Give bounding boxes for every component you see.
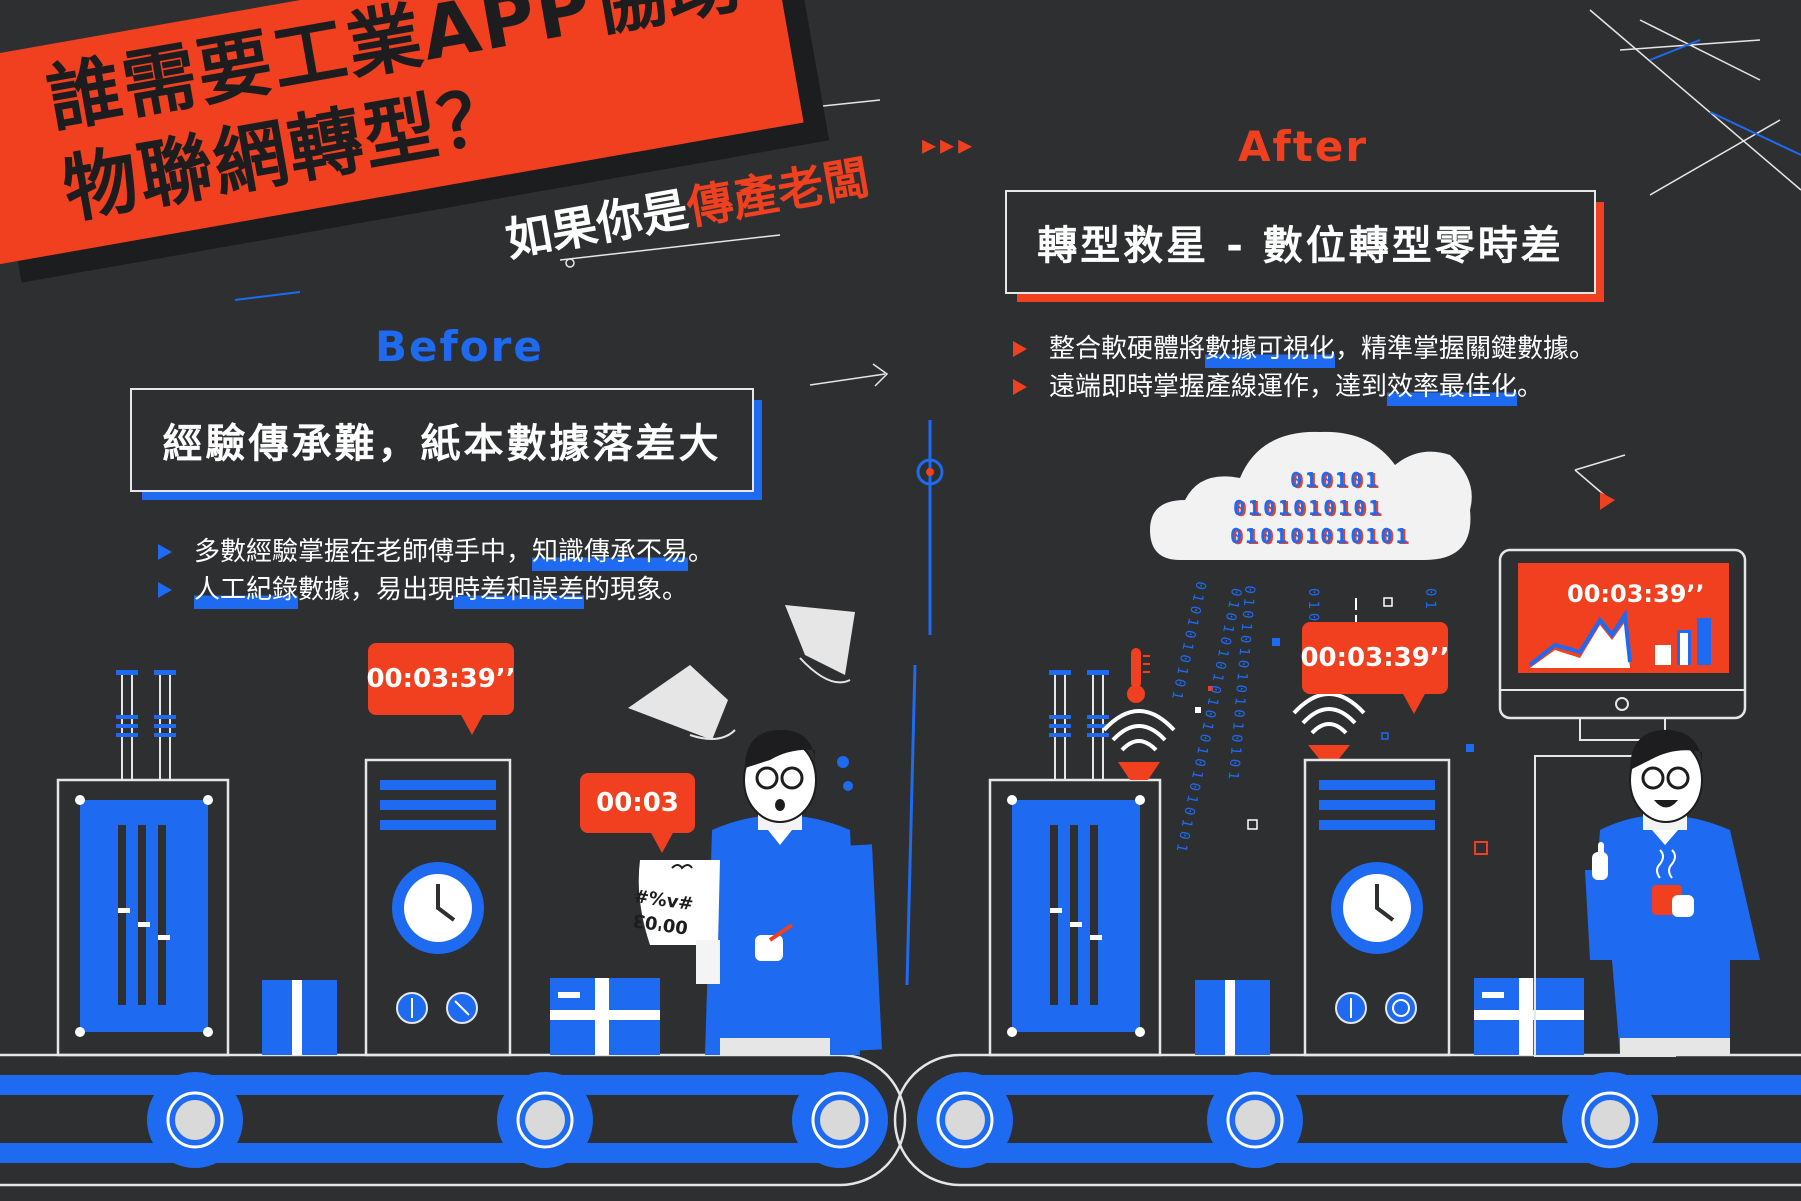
data-stream-5: 01 xyxy=(1422,588,1438,613)
cabinet-machine-after xyxy=(988,670,1162,1057)
clock-machine-after xyxy=(1303,758,1451,1057)
monitor-timer: 00:03:39’’ xyxy=(1567,580,1705,608)
package-box-before xyxy=(550,978,660,1055)
conveyor-belt-before xyxy=(0,1053,907,1187)
thermometer-icon xyxy=(1127,648,1150,703)
worker-stressed xyxy=(638,729,882,1055)
before-bullet-list: 多數經驗掌握在老師傅手中，知識傳承不易。 人工紀錄數據，易出現時差和誤差的現象。 xyxy=(158,533,714,609)
conveyor-belt-after xyxy=(893,1053,1801,1187)
bullet-triangle-icon xyxy=(158,582,172,598)
data-stream-4: 010 xyxy=(1305,588,1321,626)
before-label: Before xyxy=(375,322,544,371)
bullet-triangle-icon xyxy=(1013,341,1027,357)
cabinet-machine-before xyxy=(56,670,230,1057)
clock-machine-before xyxy=(364,758,512,1057)
flying-papers xyxy=(628,605,855,740)
after-label: After xyxy=(1238,122,1369,171)
cloud-icon xyxy=(1150,431,1472,560)
before-heading: 經驗傳承難，紙本數據落差大 xyxy=(130,388,754,492)
wifi-sensor-icon xyxy=(1102,709,1176,780)
cloud-binary-2: 0101010101 xyxy=(1233,496,1384,520)
center-node-icon xyxy=(916,458,944,486)
timer-bubble-before: 00:03:39’’ xyxy=(366,643,516,735)
bullet-triangle-icon xyxy=(1013,379,1027,395)
package-box-after xyxy=(1474,978,1584,1055)
bullet-triangle-icon xyxy=(158,544,172,560)
after-bullet-2: 遠端即時掌握產線運作，達到效率最佳化。 xyxy=(1013,368,1595,406)
after-heading: 轉型救星 - 數位轉型零時差 xyxy=(1005,190,1596,294)
wifi-sensor-icon-2 xyxy=(1292,692,1366,760)
timer-bubble-worker: 00:03 xyxy=(580,773,695,853)
before-bullet-1: 多數經驗掌握在老師傅手中，知識傳承不易。 xyxy=(158,533,714,571)
arrow-triangles-icon: ▸▸▸ xyxy=(922,128,977,161)
paper-note: #%v# 00'03 xyxy=(631,886,695,938)
monitor-dashboard xyxy=(1498,548,1747,741)
before-bullet-2: 人工紀錄數據，易出現時差和誤差的現象。 xyxy=(158,571,714,609)
worker-happy xyxy=(1585,729,1760,1055)
red-triangle xyxy=(1600,492,1615,510)
cloud-binary-3: 010101010101 xyxy=(1230,524,1411,548)
after-bullet-list: 整合軟硬體將數據可視化，精準掌握關鍵數據。 遠端即時掌握產線運作，達到效率最佳化… xyxy=(1013,330,1595,406)
scattered-squares xyxy=(1195,597,1488,855)
timer-bubble-after: 00:03:39’’ xyxy=(1300,622,1450,714)
cloud-binary-1: 010101 xyxy=(1290,468,1381,492)
after-bullet-1: 整合軟硬體將數據可視化，精準掌握關鍵數據。 xyxy=(1013,330,1595,368)
